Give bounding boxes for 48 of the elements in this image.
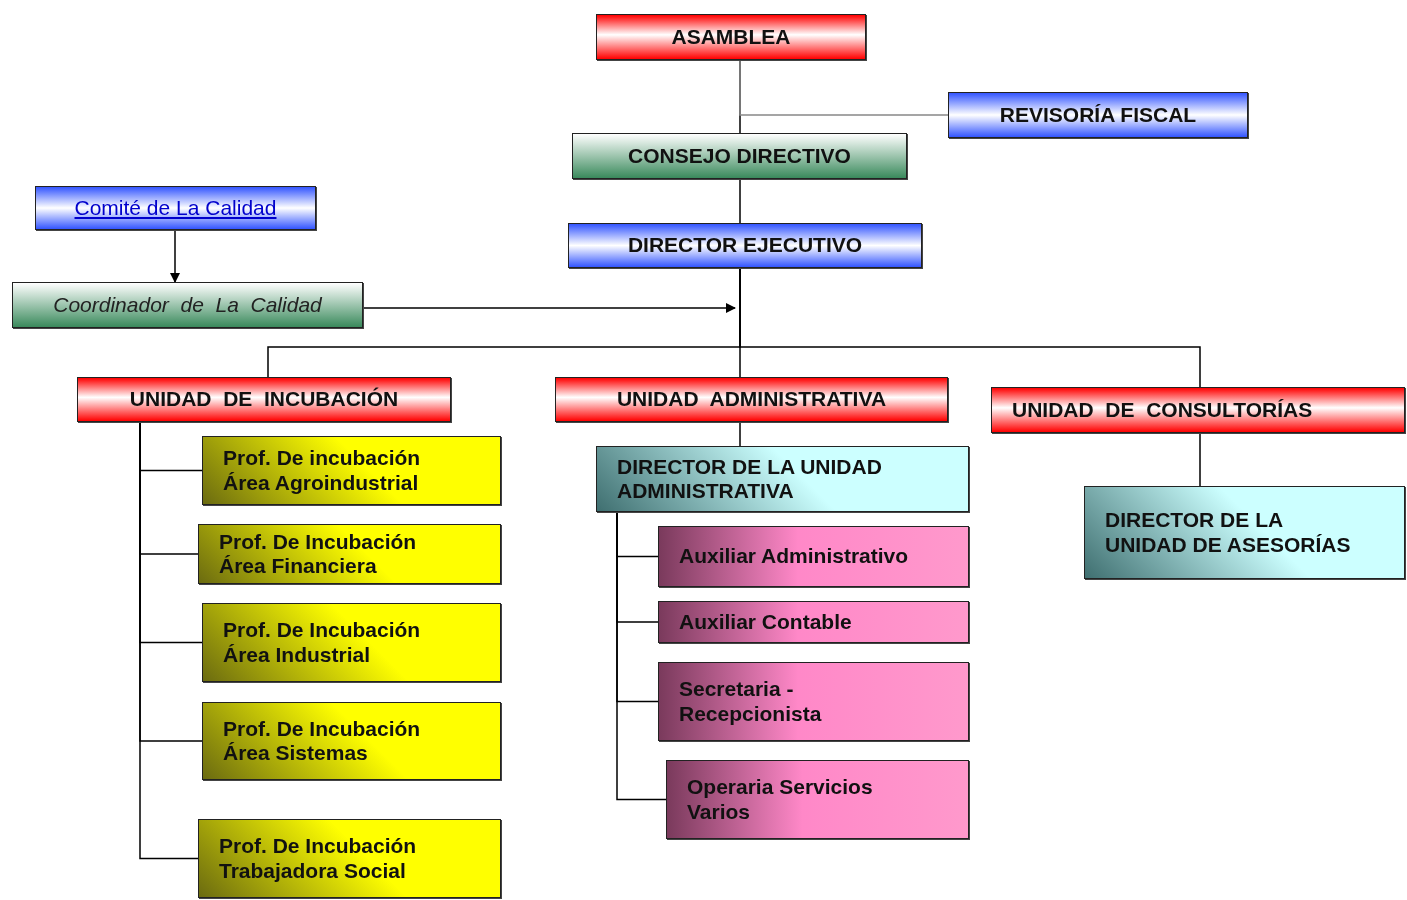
- box-label: REVISORÍA FISCAL: [999, 102, 1197, 128]
- box-label: Prof. De Incubación Trabajadora Social: [219, 834, 418, 883]
- org-box: [202, 436, 501, 505]
- org-box: [198, 524, 501, 584]
- org-box: [77, 377, 451, 422]
- org-box: [658, 601, 969, 643]
- box-label: DIRECTOR DE LA UNIDAD ADMINISTRATIVA: [617, 454, 883, 504]
- org-box: [991, 387, 1405, 433]
- org-box: [35, 186, 316, 230]
- box-label: Prof. De Incubación Área Sistemas: [223, 716, 422, 766]
- org-box: [596, 446, 969, 512]
- org-box: [666, 760, 969, 839]
- org-box: [202, 603, 501, 682]
- org-box: [555, 377, 948, 422]
- box-label: Prof. De Incubación Área Industrial: [223, 618, 422, 667]
- box-label: Comité de La Calidad: [74, 195, 277, 221]
- box-label: DIRECTOR EJECUTIVO: [627, 233, 863, 258]
- org-box: [572, 133, 907, 179]
- box-label: Auxiliar Contable: [679, 609, 852, 635]
- box-label: DIRECTOR DE LA UNIDAD DE ASESORÍAS: [1105, 508, 1352, 557]
- org-box: [1084, 486, 1405, 579]
- box-label: UNIDAD DE INCUBACIÓN: [129, 387, 399, 412]
- box-label: Auxiliar Administrativo: [679, 544, 909, 569]
- box-label: Operaria Servicios Varios: [687, 775, 874, 824]
- connector-line: [1199, 432, 1201, 487]
- org-box: [658, 526, 969, 587]
- org-box: [198, 819, 501, 898]
- org-box: [202, 702, 501, 780]
- connector-line: [739, 59, 949, 116]
- arrow: [170, 229, 180, 283]
- box-label: CONSEJO DIRECTIVO: [628, 143, 851, 169]
- box-label: Coordinador de La Calidad: [53, 292, 322, 318]
- org-box: [12, 282, 363, 328]
- connector-line: [739, 178, 741, 224]
- org-box: [948, 92, 1248, 138]
- connector-line: [739, 267, 1201, 388]
- arrow: [362, 303, 736, 313]
- box-label: UNIDAD DE CONSULTORÍAS: [1012, 397, 1313, 423]
- org-box: [658, 662, 969, 741]
- org-box: [596, 14, 866, 60]
- box-label: ASAMBLEA: [671, 24, 791, 50]
- connector-line: [616, 511, 667, 801]
- connector-line: [739, 421, 741, 447]
- box-label: Secretaria - Recepcionista: [679, 677, 823, 726]
- org-box: [568, 223, 922, 268]
- box-label: Prof. De Incubación Área Financiera: [219, 529, 418, 579]
- box-label: UNIDAD ADMINISTRATIVA: [616, 387, 887, 412]
- box-label: Prof. De incubación Área Agroindustrial: [223, 446, 422, 495]
